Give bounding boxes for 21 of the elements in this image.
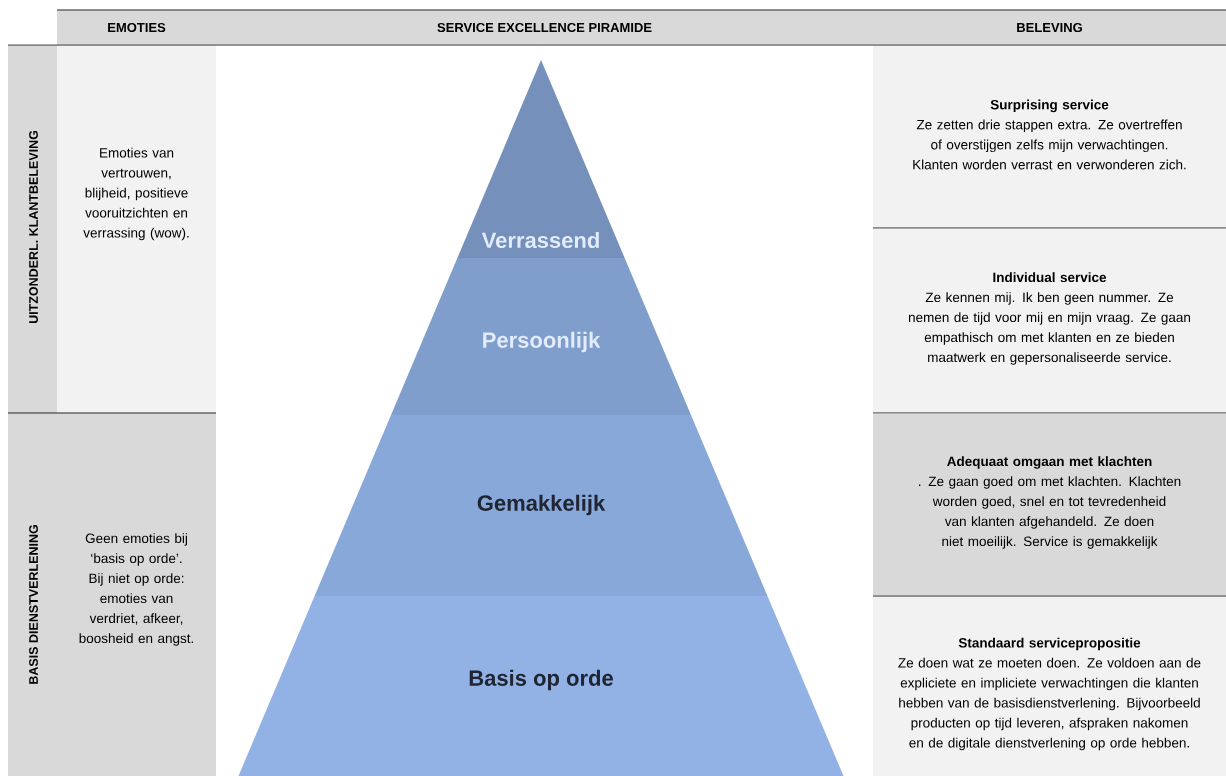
- row-label: UITZONDERL. KLANTBELEVING: [8, 45, 57, 413]
- experience-cell: Surprising service Ze zetten drie stappen extra. Ze overtreffen of overstijgen zelfs mijn verwachtingen. Klanten worden verrast en verwonderen zich.: [873, 45, 1226, 228]
- experience-cell: Standaard servicepropositie Ze doen wat ze moeten doen. Ze voldoen aan de expliciete en impliciete verwachtingen die klanten hebben van de basisdienstverlening. Bijvoorbeeld producten op tijd leveren, afspraken nakomen en de digitale dienstverlening op orde hebben.: [873, 596, 1226, 776]
- pyramid-layer: Basis op orde: [238, 596, 844, 776]
- row-label: BASIS DIENSTVERLENING: [8, 413, 57, 776]
- column-header: BELEVING: [873, 10, 1226, 45]
- node-label: BELEVING: [1017, 22, 1082, 33]
- node-label: Individual service: [993, 272, 1107, 283]
- node-label: Ze kennen mij. Ik ben geen nummer. Ze nemen de tijd voor mij en mijn vraag. Ze gaan empathisch om met klanten en ze bieden maatwerk en gepersonaliseerde service.: [908, 292, 1191, 365]
- node-label: SERVICE EXCELLENCE PIRAMIDE: [437, 22, 652, 33]
- pyramid-layer: Gemakkelijk: [314, 415, 768, 596]
- node-label: Geen emoties bij ‘basis op orde’. Bij niet op orde: emoties van verdriet, afkeer, boosheid en angst.: [79, 533, 194, 646]
- column-header: EMOTIES: [57, 10, 216, 45]
- emotion-cell: Emoties van vertrouwen, blijheid, positieve vooruitzichten en verrassing (wow).: [57, 45, 216, 413]
- node-label: Ze zetten drie stappen extra. Ze overtreffen of overstijgen zelfs mijn verwachtingen. Klanten worden verrast en verwonderen zich.: [913, 119, 1186, 170]
- node-label: EMOTIES: [108, 22, 166, 33]
- pyramid-layer: Persoonlijk: [391, 258, 691, 415]
- pyramid-layer: Verrassend: [457, 60, 625, 258]
- experience-cell: Individual service Ze kennen mij. Ik ben geen nummer. Ze nemen de tijd voor mij en mijn vraag. Ze gaan empathisch om met klanten en ze bieden maatwerk en gepersonaliseerde service.: [873, 228, 1226, 413]
- node-label: Surprising service: [990, 99, 1109, 113]
- experience-cell: Adequaat omgaan met klachten . Ze gaan goed om met klachten. Klachten worden goed, snel en tot tevredenheid van klanten afgehandeld. Ze doen niet moeilijk. Service is gemakkelijk: [873, 413, 1226, 596]
